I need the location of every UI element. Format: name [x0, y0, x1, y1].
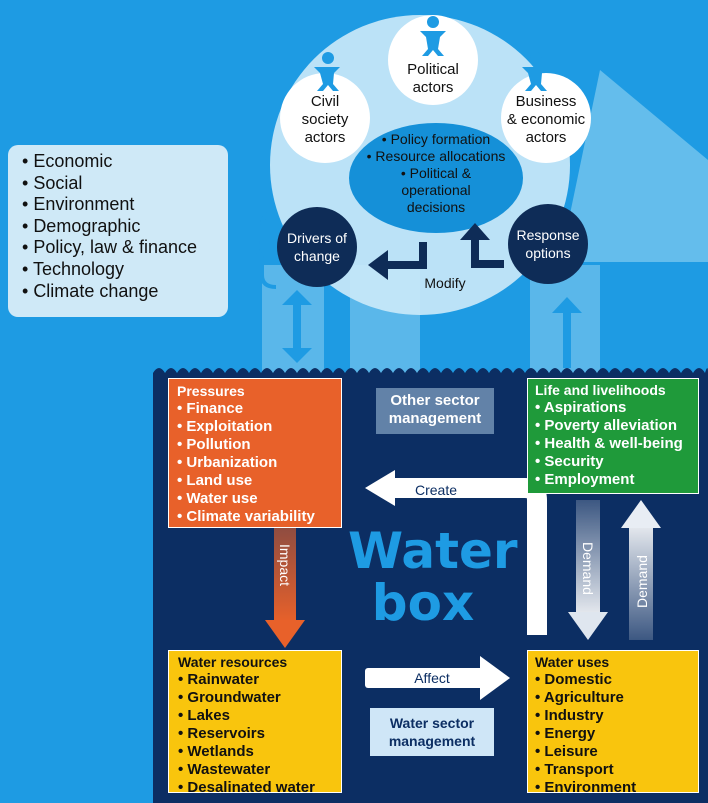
water-box-title: Water box — [348, 522, 518, 632]
demand-down-arrowhead — [568, 612, 608, 640]
list-item: Lakes — [178, 707, 332, 725]
list-item: Pollution — [177, 436, 333, 454]
demand-up-arrow-shaft — [629, 525, 653, 640]
water-sector-management: Water sector management — [370, 708, 494, 756]
list-item: Health & well-being — [535, 435, 691, 453]
list-item: Wetlands — [178, 743, 332, 761]
response-options-circle — [508, 204, 588, 284]
modify-arrow-up — [471, 238, 504, 268]
list-item: Rainwater — [178, 671, 332, 689]
list-item: Desalinated water — [178, 779, 332, 797]
double-arrowhead-up — [282, 290, 312, 305]
double-arrowhead-down — [282, 348, 312, 363]
business-actors-label: Business & economic actors — [506, 93, 586, 146]
list-item: Land use — [177, 472, 333, 490]
drivers-of-change-circle — [277, 207, 357, 287]
water-uses-panel: Water uses Domestic Agriculture Industry… — [527, 650, 699, 796]
civil-society-circle — [280, 73, 370, 163]
driver-item: Economic — [22, 151, 228, 173]
drivers-list-box: Economic Social Environment Demographic … — [8, 145, 228, 317]
list-item: Groundwater — [178, 689, 332, 707]
water-resources-panel: Water resources Rainwater Groundwater La… — [168, 650, 342, 796]
modify-arrowhead-up — [460, 223, 490, 240]
list-item: Exploitation — [177, 418, 333, 436]
policy-text: • Policy formation • Resource allocation… — [366, 131, 506, 215]
list-item: Poverty alleviation — [535, 417, 691, 435]
driver-item: Social — [22, 173, 228, 195]
list-item: Climate variability — [177, 508, 333, 526]
political-person-icon — [420, 16, 446, 56]
create-label: Create — [415, 482, 457, 498]
political-actors-label: Political actors — [407, 61, 459, 96]
business-person-icon — [522, 52, 548, 91]
list-item: Leisure — [535, 743, 691, 761]
list-item: Urbanization — [177, 454, 333, 472]
driver-item: Policy, law & finance — [22, 237, 228, 259]
water-resources-list: Rainwater Groundwater Lakes Reservoirs W… — [178, 671, 332, 797]
demand-up-label: Demand — [634, 555, 650, 608]
other-sector-management: Other sector management — [376, 388, 494, 434]
water-uses-title: Water uses — [535, 654, 610, 670]
bracket-shape — [253, 211, 277, 289]
driver-item: Environment — [22, 194, 228, 216]
lens-handle — [560, 70, 708, 262]
affect-arrow-shaft — [365, 668, 485, 688]
create-arrowhead — [365, 470, 395, 506]
list-item: Security — [535, 453, 691, 471]
double-arrow-shaft — [293, 300, 301, 350]
pressures-list: Finance Exploitation Pollution Urbanizat… — [177, 400, 333, 526]
drivers-list: Economic Social Environment Demographic … — [8, 145, 228, 302]
impact-label: Impact — [277, 544, 293, 586]
civil-society-label: Civil society actors — [301, 93, 349, 146]
life-list: Aspirations Poverty alleviation Health &… — [535, 399, 691, 489]
list-item: Wastewater — [178, 761, 332, 779]
list-item: Domestic — [535, 671, 691, 689]
pressures-title: Pressures — [177, 383, 245, 399]
response-options-label: Response options — [516, 227, 580, 261]
list-item: Reservoirs — [178, 725, 332, 743]
demand-up-arrowhead — [621, 500, 661, 528]
list-item: Environment — [535, 779, 691, 797]
water-resources-title: Water resources — [178, 654, 288, 670]
driver-item: Demographic — [22, 216, 228, 238]
list-item: Transport — [535, 761, 691, 779]
water-uses-list: Domestic Agriculture Industry Energy Lei… — [535, 671, 691, 797]
demand-down-label: Demand — [580, 542, 596, 595]
life-title: Life and livelihoods — [535, 382, 666, 398]
political-actors-circle — [388, 15, 478, 105]
affect-arrowhead — [480, 656, 510, 700]
list-item: Agriculture — [535, 689, 691, 707]
driver-item: Climate change — [22, 281, 228, 303]
drivers-of-change-label: Drivers of change — [287, 230, 347, 264]
life-livelihoods-panel: Life and livelihoods Aspirations Poverty… — [527, 378, 699, 494]
pressures-panel: Pressures Finance Exploitation Pollution… — [168, 378, 342, 528]
impact-arrowhead — [265, 620, 305, 648]
modify-label: Modify — [424, 275, 466, 291]
business-actors-circle — [501, 73, 591, 163]
list-item: Aspirations — [535, 399, 691, 417]
affect-label: Affect — [414, 670, 450, 686]
list-item: Water use — [177, 490, 333, 508]
list-item: Finance — [177, 400, 333, 418]
modify-arrow-left — [385, 242, 427, 269]
driver-item: Technology — [22, 259, 228, 281]
demand-down-arrow-shaft — [576, 500, 600, 615]
policy-oval — [349, 123, 523, 233]
list-item: Employment — [535, 471, 691, 489]
response-arrow-shaft — [563, 310, 571, 368]
list-item: Energy — [535, 725, 691, 743]
list-item: Industry — [535, 707, 691, 725]
modify-arrowhead-left — [368, 250, 388, 280]
response-arrowhead — [552, 297, 582, 313]
impact-arrow-shaft — [274, 528, 296, 623]
civil-society-person-icon — [314, 52, 340, 91]
